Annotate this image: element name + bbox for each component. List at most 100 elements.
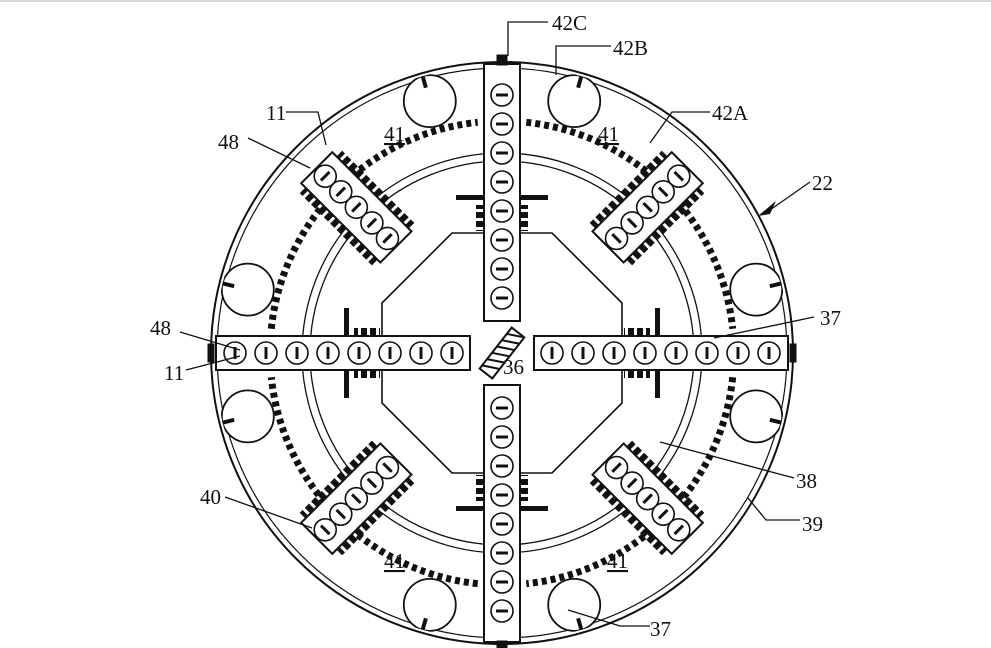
spoke-arm	[215, 335, 471, 371]
disc-cutter-center	[643, 347, 647, 359]
gauge-cutter	[547, 578, 602, 632]
disc-cutter-center	[335, 186, 347, 198]
disc-cutter-center	[736, 347, 740, 359]
disc-cutter-center	[626, 477, 638, 489]
spoke-arm	[483, 384, 521, 643]
disc-cutter-center	[612, 347, 616, 359]
disc-cutter-center	[319, 524, 331, 536]
label-41-top-left: 41	[384, 122, 405, 146]
scraper-arc	[350, 528, 479, 588]
reference-labels: 42C 42B 42A 22 11 48 41 41 48 11 36 37 3…	[150, 11, 841, 641]
disc-cutter-center	[496, 551, 508, 555]
label-36: 36	[503, 355, 524, 379]
disc-cutter-center	[496, 93, 508, 97]
disc-cutter-center	[581, 347, 585, 359]
label-38: 38	[796, 469, 817, 493]
disc-cutter-center	[382, 462, 393, 473]
disc-cutter-center	[351, 493, 362, 504]
spoke-arm	[483, 63, 521, 322]
teeth-band	[589, 150, 705, 266]
disc-cutter-center	[496, 522, 508, 526]
label-39: 39	[802, 512, 823, 536]
label-11-left: 11	[164, 361, 184, 385]
scraper-arc	[525, 528, 654, 588]
label-42b: 42B	[613, 36, 648, 60]
disc-cutter-center	[419, 347, 423, 359]
scraper-arc	[350, 118, 479, 178]
leader-lines	[179, 21, 815, 627]
disc-cutter-center	[496, 209, 508, 213]
disc-cutter-center	[366, 217, 378, 229]
teeth-band	[624, 308, 660, 398]
disc-cutter-center	[705, 347, 709, 359]
label-41-top-right: 41	[598, 122, 619, 146]
teeth-band	[299, 440, 415, 556]
disc-cutter-center	[496, 267, 508, 271]
spoke-arm	[591, 150, 705, 264]
spoke-arm	[533, 335, 789, 371]
disc-cutter-center	[326, 347, 330, 359]
label-48-upper: 48	[218, 130, 239, 154]
disc-cutter-center	[673, 170, 685, 182]
label-41-bottom-right: 41	[607, 549, 628, 573]
disc-cutter-center	[626, 217, 638, 229]
disc-cutter-center	[357, 347, 361, 359]
gauge-cutter	[402, 578, 457, 632]
label-42c: 42C	[552, 11, 587, 35]
gauge-cutter	[402, 74, 457, 128]
teeth-band	[456, 475, 548, 511]
disc-cutter-center	[642, 202, 653, 213]
disc-cutter-center	[674, 347, 678, 359]
disc-cutter-center	[366, 477, 378, 489]
scraper-teeth	[267, 118, 737, 588]
gauge-cutter	[220, 389, 275, 444]
disc-cutter-center	[264, 347, 268, 359]
scraper-arc	[525, 118, 654, 178]
disc-cutter-center	[496, 609, 508, 613]
teeth-band	[589, 440, 705, 556]
disc-cutter-center	[496, 406, 508, 410]
gauge-cutter	[220, 262, 275, 317]
label-40: 40	[200, 485, 221, 509]
teeth-band	[456, 195, 548, 231]
spoke-arm	[299, 150, 413, 264]
disc-cutter-center	[611, 233, 622, 244]
label-22: 22	[812, 171, 833, 195]
scraper-arc	[267, 376, 327, 505]
disc-cutter-center	[496, 122, 508, 126]
gauge-cutters	[216, 69, 788, 637]
disc-cutter-center	[496, 180, 508, 184]
label-42a: 42A	[712, 101, 749, 125]
disc-cutter-center	[351, 202, 362, 213]
disc-cutter-center	[496, 580, 508, 584]
disc-cutter-center	[496, 435, 508, 439]
arrow-head-22	[758, 201, 776, 216]
top-border	[0, 0, 991, 2]
rim-lugs	[207, 54, 797, 648]
disc-cutter-center	[657, 186, 669, 198]
center-cutter	[478, 326, 526, 380]
gauge-cutter	[729, 262, 784, 317]
gauge-cutter	[729, 389, 784, 444]
disc-cutter-center	[767, 347, 771, 359]
disc-cutter-center	[319, 170, 331, 182]
disc-cutter-center	[496, 296, 508, 300]
scraper-arc	[677, 376, 737, 505]
spoke-arms	[215, 63, 789, 643]
disc-cutter-center	[450, 347, 454, 359]
disc-cutter-center	[657, 508, 669, 520]
disc-cutter-center	[611, 462, 622, 473]
teeth-band	[344, 308, 380, 398]
label-11-upper: 11	[266, 101, 286, 125]
disc-cutter-center	[335, 508, 347, 520]
disc-cutter-center	[382, 233, 393, 244]
spoke-arm	[591, 442, 705, 556]
disc-cutter-center	[233, 347, 237, 359]
disc-cutter-center	[550, 347, 554, 359]
disc-cutter-center	[496, 464, 508, 468]
scraper-arc	[267, 201, 327, 330]
spoke-body	[215, 335, 471, 371]
disc-cutter-center	[673, 524, 685, 536]
label-37-right: 37	[820, 306, 841, 330]
